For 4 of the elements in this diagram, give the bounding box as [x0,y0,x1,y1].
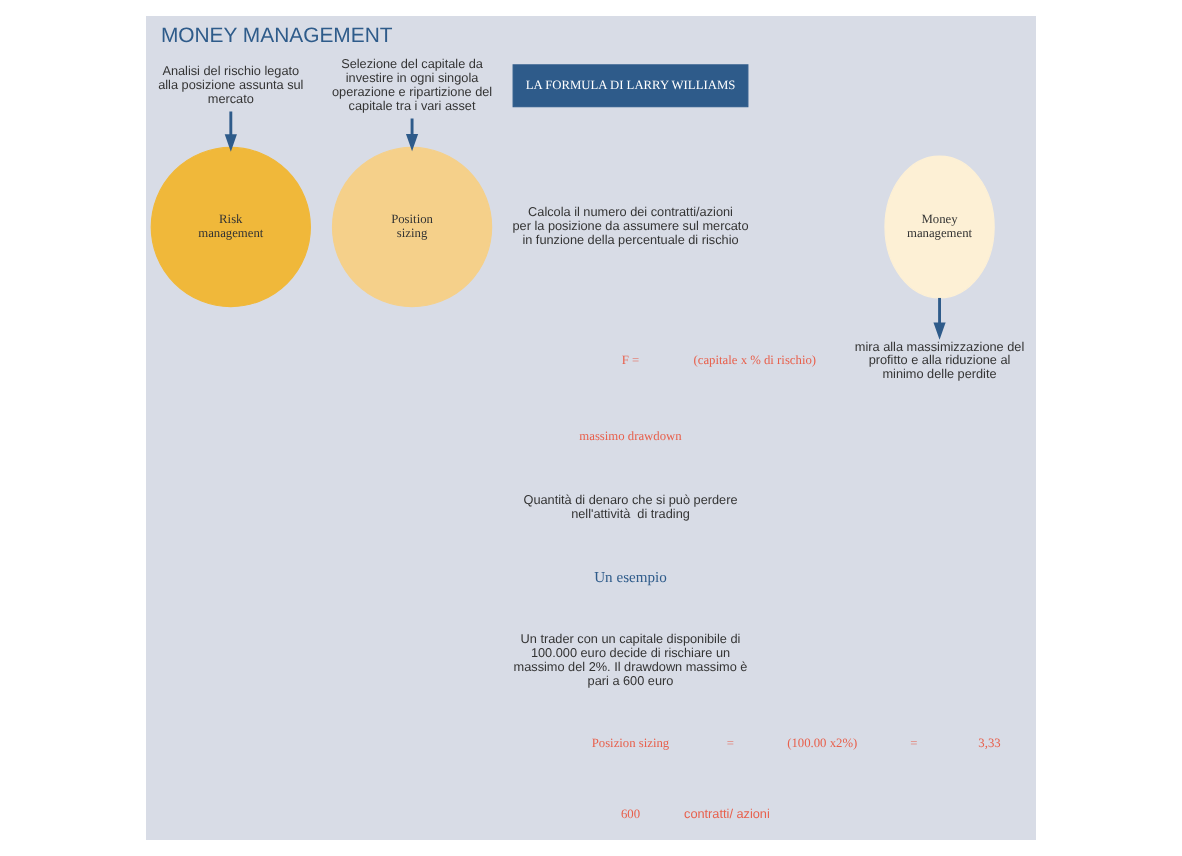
diagram-title: MONEY MANAGEMENT [160,26,393,49]
arrow [224,111,237,152]
arrow [933,297,946,340]
arrow [405,118,419,152]
